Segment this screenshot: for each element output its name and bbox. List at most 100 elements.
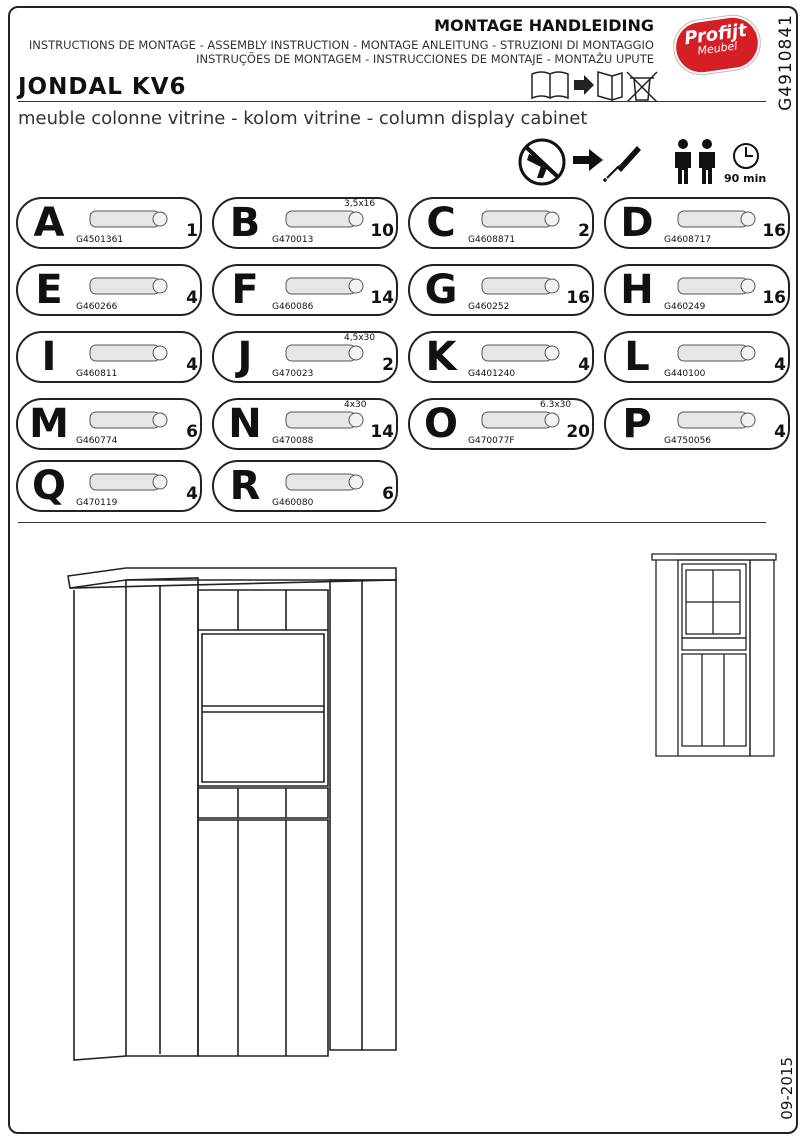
binder-icon [597,71,623,101]
part-letter: R [229,463,261,509]
part-dimension: 3,5x16 [344,199,376,209]
part-illustration-icon [677,210,756,228]
manual-title: MONTAGE HANDLEIDING [434,16,654,35]
part-illustration-icon [481,411,560,429]
languages-line-1: INSTRUCTIONS DE MONTAGE - ASSEMBLY INSTR… [28,38,654,52]
book-icon [531,71,569,100]
part-illustration-icon [285,344,364,362]
part-code: G470088 [272,436,314,446]
part-code: G4501361 [76,235,124,245]
part-letter: B [229,200,261,246]
part-illustration-icon [481,277,560,295]
part-letter: J [237,334,253,380]
part-illustration-icon [285,210,364,228]
part-quantity: 1 [186,221,198,241]
part-quantity: 14 [370,422,394,442]
part-code: G4608717 [664,235,712,245]
part-illustration-icon [285,277,364,295]
part-quantity: 6 [382,484,394,504]
part-letter: G [424,267,458,313]
part-h: H G460249 16 [604,264,790,316]
part-letter: N [228,401,262,447]
part-quantity: 10 [370,221,394,241]
part-letter: D [620,200,654,246]
part-code: G440100 [664,369,706,379]
part-code: G470023 [272,369,314,379]
part-d: D G4608717 16 [604,197,790,249]
part-letter: I [41,334,57,380]
part-quantity: 16 [762,288,786,308]
parts-divider [18,522,766,523]
part-quantity: 14 [370,288,394,308]
part-code: G4750056 [664,436,712,446]
part-quantity: 4 [186,288,198,308]
document-code: G4910841 [776,14,796,111]
product-subtitle: meuble colonne vitrine - kolom vitrine -… [18,108,588,129]
part-code: G460252 [468,302,510,312]
page-frame [8,6,798,1134]
part-quantity: 4 [186,355,198,375]
part-illustration-icon [89,277,168,295]
header-divider [18,101,766,102]
part-n: N G470088 14 4x30 [212,398,398,450]
part-quantity: 16 [762,221,786,241]
clock-icon [733,143,759,169]
part-quantity: 2 [578,221,590,241]
part-quantity: 4 [186,484,198,504]
part-illustration-icon [285,473,364,491]
part-letter: H [620,267,654,313]
arrow-right-icon [574,75,594,95]
document-date: 09-2015 [778,1057,796,1120]
part-code: G470077F [468,436,515,446]
tools-row [518,138,759,186]
arrow-right-icon [573,149,603,171]
part-illustration-icon [89,411,168,429]
part-letter: A [33,200,65,246]
languages-line-2: INSTRUÇÕES DE MONTAGEM - INSTRUCCIONES D… [196,52,654,66]
part-q: Q G470119 4 [16,460,202,512]
part-illustration-icon [89,344,168,362]
model-name: JONDAL KV6 [18,74,187,100]
part-illustration-icon [677,344,756,362]
part-quantity: 6 [186,422,198,442]
part-code: G460080 [272,498,314,508]
part-code: G4608871 [468,235,516,245]
part-code: G4401240 [468,369,516,379]
part-code: G470119 [76,498,118,508]
part-code: G460249 [664,302,706,312]
part-quantity: 2 [382,355,394,375]
part-quantity: 4 [774,355,786,375]
part-dimension: 4,5x30 [344,333,376,343]
part-letter: Q [31,463,66,509]
part-letter: E [35,267,63,313]
part-illustration-icon [285,411,364,429]
no-trash-icon [626,71,658,102]
part-letter: O [423,401,458,447]
part-a: A G4501361 1 [16,197,202,249]
cabinet-drawing [67,567,397,1061]
part-quantity: 4 [578,355,590,375]
two-persons-icon [675,139,715,184]
part-dimension: 4x30 [344,400,367,410]
part-illustration-icon [677,411,756,429]
part-dimension: 6.3x30 [540,400,572,410]
part-letter: C [426,200,456,246]
part-code: G460086 [272,302,314,312]
part-illustration-icon [481,344,560,362]
no-power-drill-icon [518,138,566,186]
screwdriver-icon [603,146,641,182]
cabinet-thumbnail [651,553,777,757]
part-r: R G460080 6 [212,460,398,512]
part-illustration-icon [89,210,168,228]
part-quantity: 4 [774,422,786,442]
